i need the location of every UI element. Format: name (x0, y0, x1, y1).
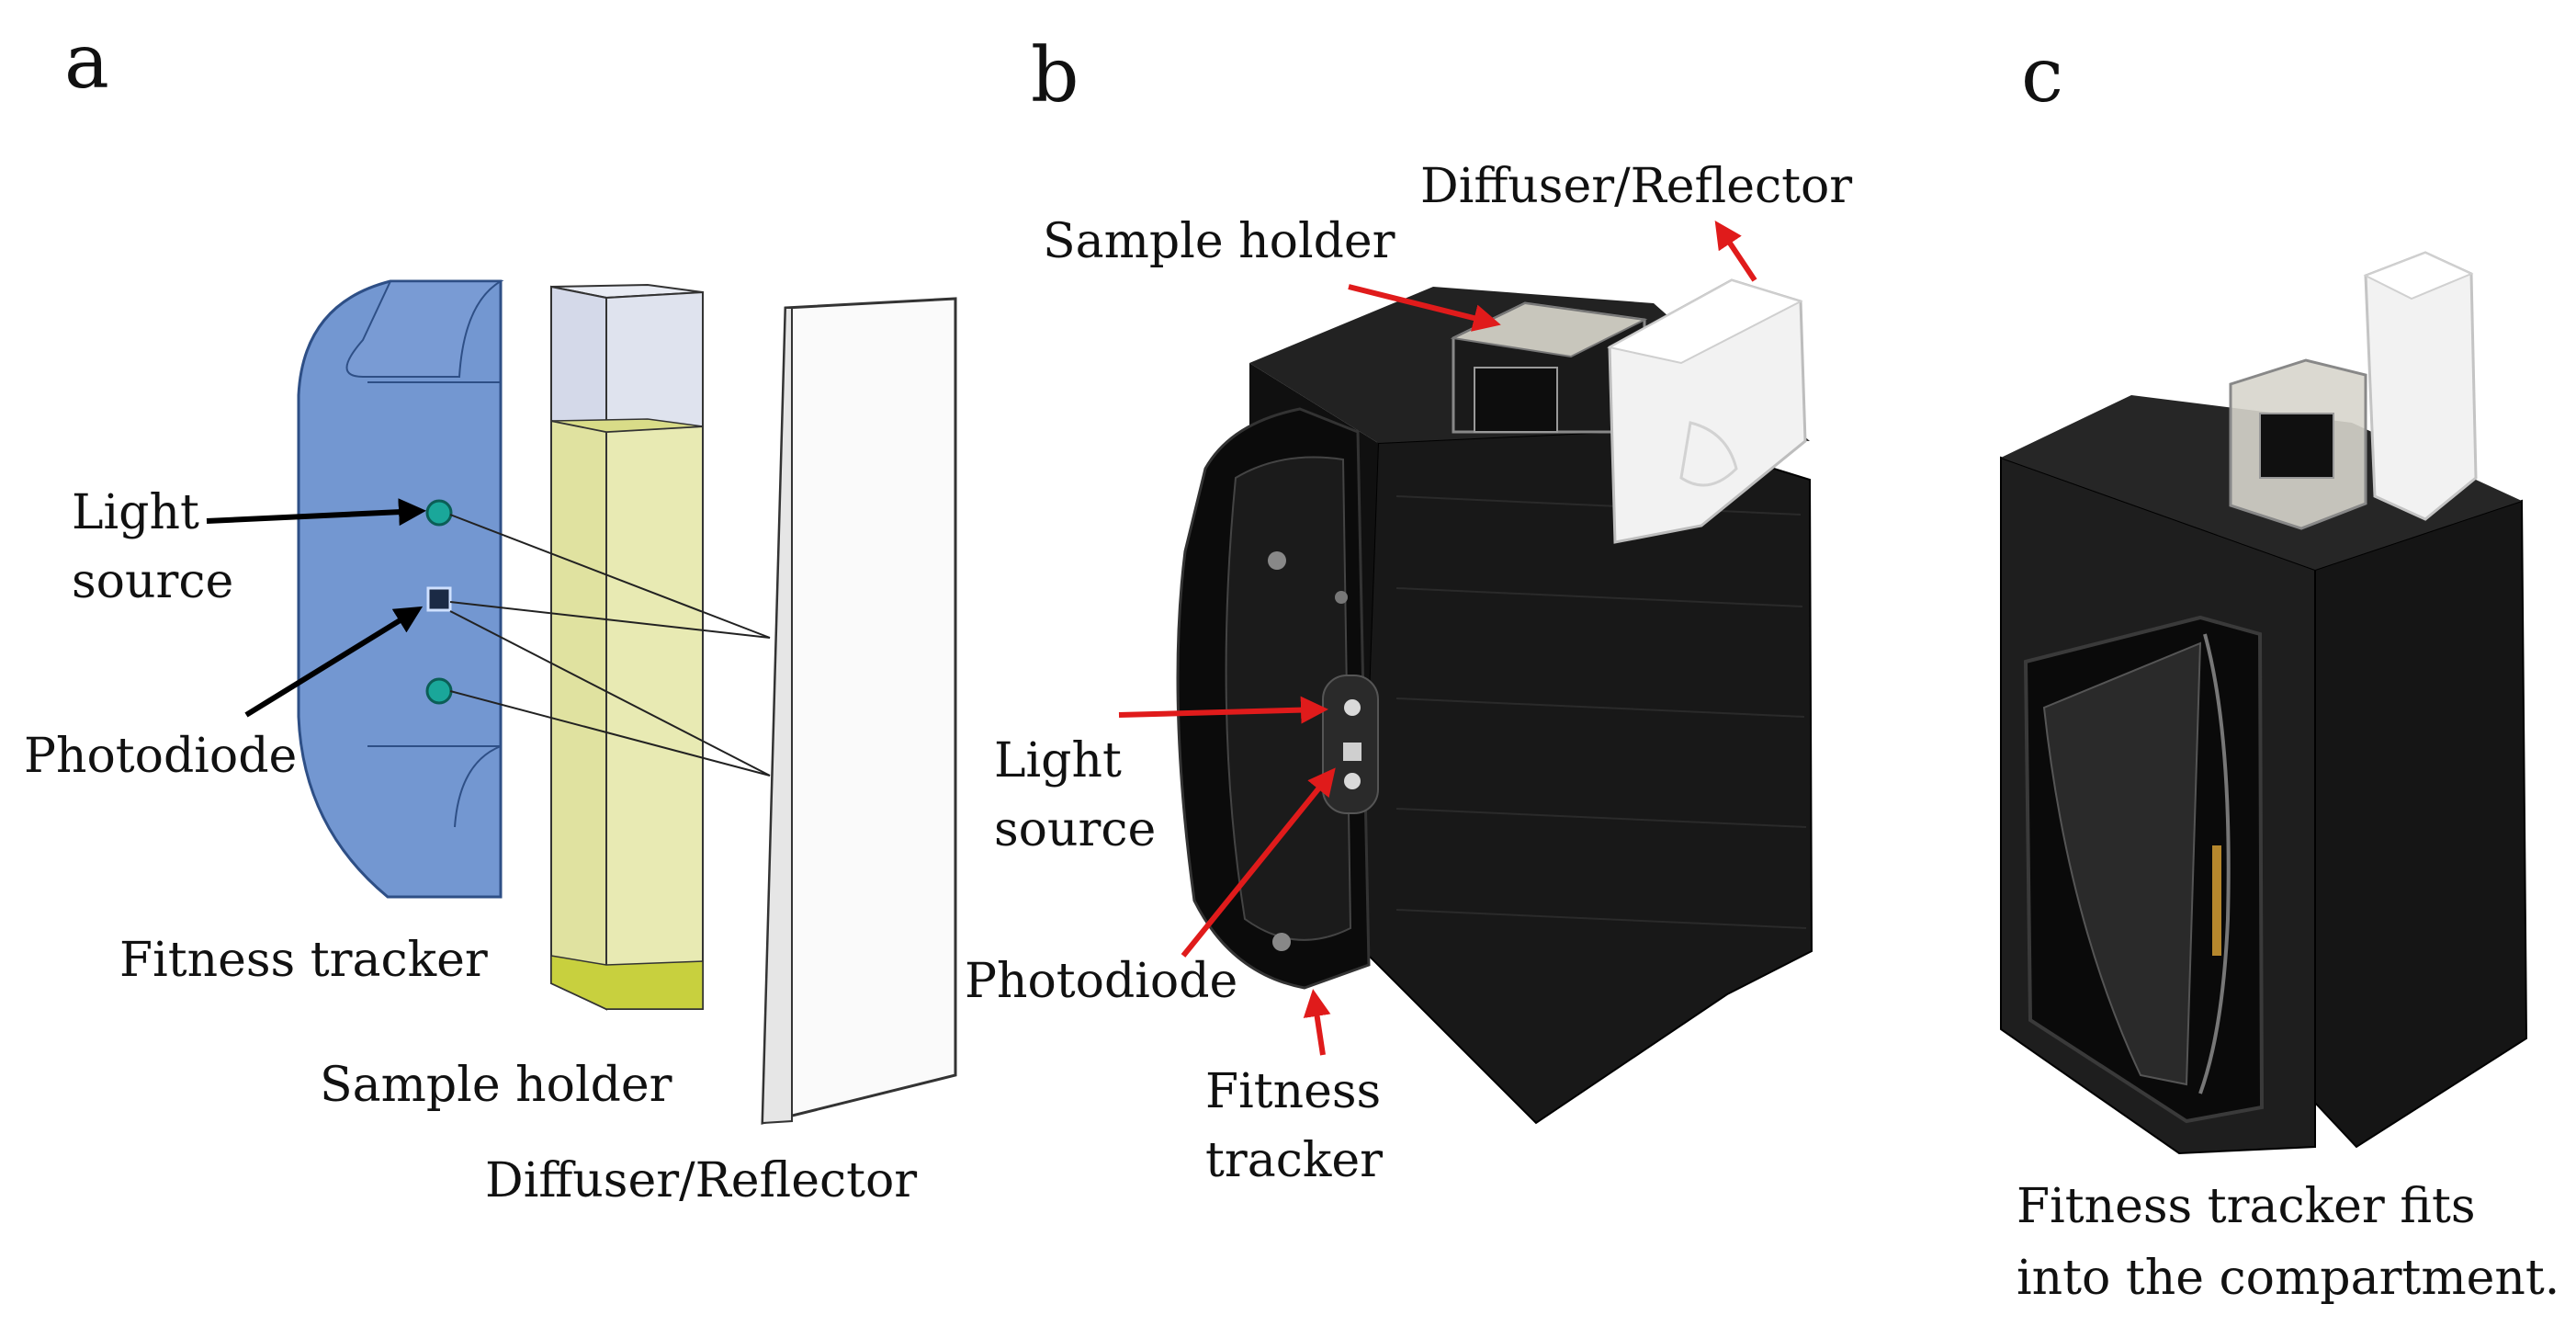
label-a-light-source-line2: source (72, 554, 233, 609)
panel-a: Light source Photodiode Fitness tracker … (24, 279, 957, 1208)
label-b-diffuser-reflector: Diffuser/Reflector (1420, 159, 1852, 214)
device-sample-holder (1450, 301, 1648, 434)
fitness-tracker-model (297, 279, 504, 899)
label-a-light-source-line1: Light (72, 485, 199, 540)
panel-c: Fitness tracker fits into the compartmen… (2000, 251, 2559, 1306)
panel-letter-a: a (64, 18, 109, 106)
arrow-photodiode (244, 606, 424, 718)
label-b-light-source-line1: Light (994, 733, 1122, 788)
arrow-b-sample-holder (1348, 284, 1501, 332)
caption-c-line1: Fitness tracker fits (2017, 1179, 2476, 1234)
arrow-b-diffuser (1714, 221, 1757, 282)
light-paths (449, 514, 771, 777)
panel-letter-b: b (1031, 32, 1079, 119)
arrow-light-source (206, 498, 426, 527)
device-fitness-tracker (1176, 407, 1379, 990)
label-a-photodiode: Photodiode (24, 729, 297, 784)
device-box-front (1358, 428, 1813, 1125)
label-a-diffuser-reflector: Diffuser/Reflector (485, 1153, 917, 1208)
sample-holder-model (550, 283, 704, 1011)
arrow-b-fitness-tracker (1303, 989, 1331, 1056)
label-b-photodiode: Photodiode (965, 954, 1237, 1009)
panel-letter-c: c (2021, 32, 2063, 119)
light-source-led-top (425, 499, 453, 527)
label-b-sample-holder: Sample holder (1043, 214, 1395, 269)
diffuser-reflector-model (761, 297, 957, 1125)
light-source-led-bottom (425, 677, 453, 705)
label-a-sample-holder: Sample holder (320, 1058, 672, 1113)
photodiode-chip (426, 586, 452, 612)
caption-c-line2: into the compartment. (2017, 1251, 2559, 1306)
label-b-light-source-line2: source (994, 802, 1156, 857)
label-a-fitness-tracker: Fitness tracker (119, 933, 488, 988)
label-b-fitness-tracker-line1: Fitness (1205, 1064, 1381, 1119)
arrow-b-light-source (1118, 696, 1328, 724)
arrow-b-photodiode (1181, 767, 1336, 958)
panel-b: Diffuser/Reflector Sample holder Light s… (965, 159, 1852, 1188)
device-c-box-right (2314, 499, 2528, 1149)
label-b-fitness-tracker-line2: tracker (1205, 1133, 1383, 1188)
device-diffuser-tile (1607, 278, 1807, 544)
